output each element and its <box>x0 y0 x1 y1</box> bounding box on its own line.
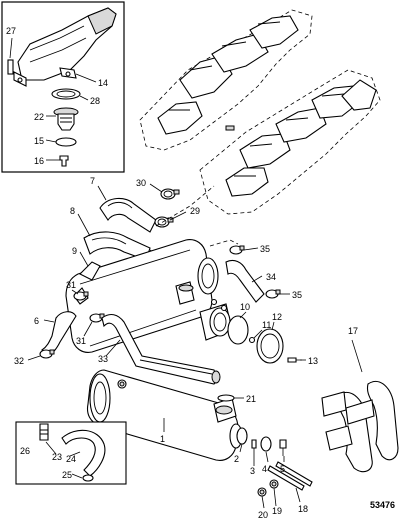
fitting-5 <box>279 439 287 456</box>
callout-6: 6 <box>34 316 39 326</box>
screw-13 <box>287 357 302 363</box>
exhaust-manifold-lower <box>199 69 381 215</box>
callout-1: 1 <box>160 434 165 444</box>
callout-31-lower: 31 <box>76 336 86 346</box>
hose-clamp-31-upper <box>73 291 89 301</box>
gasket-10 <box>227 315 249 345</box>
callout-34: 34 <box>266 272 276 282</box>
callout-18: 18 <box>298 504 308 514</box>
hose-clamp-29 <box>154 216 174 228</box>
callout-35-upper: 35 <box>260 244 270 254</box>
callout-4: 4 <box>262 464 267 474</box>
callout-3: 3 <box>250 466 255 476</box>
callout-27: 27 <box>6 26 16 36</box>
callout-13: 13 <box>308 356 318 366</box>
callout-25: 25 <box>62 470 72 480</box>
callout-15: 15 <box>34 136 44 146</box>
callout-5: 5 <box>280 464 285 474</box>
hose-clamp-35-upper <box>229 245 245 255</box>
callout-12: 12 <box>272 312 282 322</box>
hose-clamp-32 <box>39 349 55 359</box>
tube-18 <box>267 461 313 491</box>
callout-28: 28 <box>90 96 100 106</box>
callout-31-upper: 31 <box>66 280 76 290</box>
callout-11: 11 <box>262 320 271 330</box>
callout-26: 26 <box>20 446 30 456</box>
callout-20: 20 <box>258 510 268 520</box>
callout-8: 8 <box>70 206 75 216</box>
end-cap-12 <box>256 328 284 364</box>
tube-33 <box>101 313 221 385</box>
callout-2: 2 <box>234 454 239 464</box>
callout-24: 24 <box>66 454 76 464</box>
o-ring-21 <box>217 394 235 402</box>
callout-21: 21 <box>246 394 256 404</box>
callout-30: 30 <box>136 178 146 188</box>
callout-22: 22 <box>34 112 44 122</box>
gasket-2 <box>236 427 248 445</box>
callout-16: 16 <box>34 156 44 166</box>
callout-10: 10 <box>240 302 250 312</box>
hose-clamp-30 <box>160 188 180 200</box>
plate-4 <box>260 436 272 452</box>
callout-35-lower: 35 <box>292 290 302 300</box>
cap-19 <box>269 479 279 489</box>
callout-32: 32 <box>14 356 24 366</box>
cap-20 <box>257 487 267 497</box>
hose-clamp-35-lower <box>265 289 281 299</box>
mounting-strap-17 <box>321 380 399 473</box>
hose-7 <box>99 197 157 233</box>
callout-17: 17 <box>348 326 358 336</box>
callout-23: 23 <box>52 452 62 462</box>
callout-7: 7 <box>90 176 95 186</box>
reference-number: 53476 <box>370 500 395 510</box>
callout-29: 29 <box>190 206 200 216</box>
heat-exchanger-9 <box>65 239 233 353</box>
screw-11 <box>248 336 256 344</box>
inset-detail-drain-hose <box>15 421 127 485</box>
hose-34 <box>225 259 265 303</box>
exhaust-manifold-upper <box>139 9 313 151</box>
callout-33: 33 <box>98 354 108 364</box>
screw-3 <box>251 439 257 456</box>
inset-detail-thermostat-housing <box>1 1 125 173</box>
callout-14: 14 <box>98 78 108 88</box>
callout-9: 9 <box>72 246 77 256</box>
callout-19: 19 <box>272 506 282 516</box>
